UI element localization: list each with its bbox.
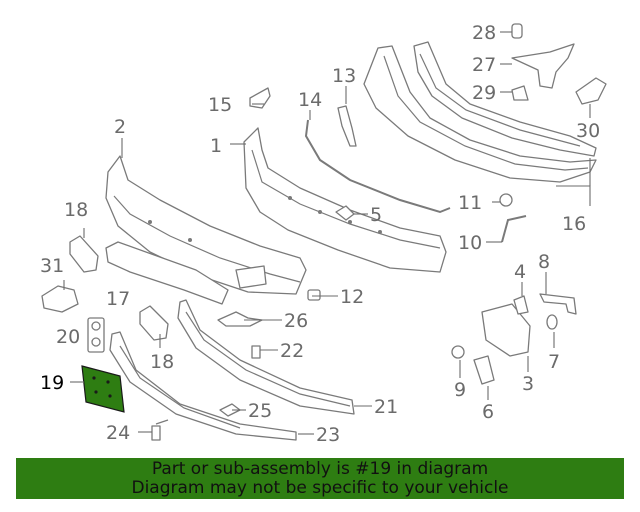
info-banner: Part or sub-assembly is #19 in diagram D… (16, 458, 624, 499)
part-31-bracket (41, 285, 79, 313)
part-24-screw (151, 419, 169, 441)
part-7-washer (546, 314, 558, 330)
part-10-bracket (501, 215, 527, 243)
callout-30: 30 (576, 120, 600, 142)
callout-19: 19 (40, 372, 64, 394)
callout-29: 29 (472, 82, 496, 104)
part-9-nut (451, 345, 465, 359)
part-6-clip (473, 355, 495, 385)
part-4-bolt (513, 295, 529, 315)
banner-line-1: Part or sub-assembly is #19 in diagram (151, 459, 489, 479)
part-13-bracket (337, 105, 357, 147)
part-21-valance (177, 299, 355, 415)
part-2-reinforcement (105, 155, 307, 295)
part-27-bracket (511, 43, 575, 89)
callout-18b: 18 (150, 351, 174, 373)
callout-17: 17 (106, 288, 130, 310)
callout-27: 27 (472, 54, 496, 76)
callout-22: 22 (280, 340, 304, 362)
callout-8: 8 (538, 251, 550, 273)
callout-9: 9 (454, 379, 466, 401)
part-19-license-bracket (81, 365, 125, 413)
banner-line-2: Diagram may not be specific to your vehi… (131, 478, 509, 498)
part-18-lower (139, 305, 169, 341)
callout-26: 26 (284, 310, 308, 332)
callout-25: 25 (248, 400, 272, 422)
parts-diagram: 1 2 3 4 5 6 7 8 9 10 11 12 13 14 15 16 1… (40, 22, 607, 446)
part-30-clip (575, 77, 607, 105)
part-26-bracket (217, 311, 263, 327)
callout-5: 5 (370, 204, 382, 226)
callout-6: 6 (482, 401, 494, 423)
part-20-fasteners (87, 317, 105, 353)
callout-4: 4 (514, 261, 526, 283)
part-16-upper-trim (363, 41, 597, 183)
callout-24: 24 (106, 422, 130, 444)
part-23-deflector (109, 331, 297, 441)
part-3-bracket (481, 303, 531, 357)
callout-20: 20 (56, 326, 80, 348)
callout-23: 23 (316, 424, 340, 446)
callout-28: 28 (472, 22, 496, 44)
callout-labels: 1 2 3 4 5 6 7 8 9 10 11 12 13 14 15 16 1… (40, 22, 600, 446)
part-17-support (105, 241, 229, 305)
callout-12: 12 (340, 286, 364, 308)
part-15-clip (249, 87, 271, 109)
callout-11: 11 (458, 192, 482, 214)
part-29-nut (511, 85, 529, 101)
callout-10: 10 (458, 232, 482, 254)
callout-1: 1 (210, 135, 222, 157)
part-28-cap (511, 23, 523, 39)
callout-14: 14 (298, 89, 322, 111)
callout-3: 3 (522, 373, 534, 395)
part-14-seal (304, 119, 451, 214)
part-8-bracket (539, 293, 577, 315)
part-11-nut (499, 193, 513, 207)
part-12-nut (307, 289, 321, 301)
callout-18a: 18 (64, 199, 88, 221)
callout-13: 13 (332, 65, 356, 87)
callout-2: 2 (114, 116, 126, 138)
callout-31: 31 (40, 255, 64, 277)
part-1-bumper (243, 127, 447, 273)
callout-16: 16 (562, 213, 586, 235)
part-22-bolt (251, 345, 261, 359)
callout-7: 7 (548, 351, 560, 373)
part-18-left (69, 235, 99, 273)
leader-lines (63, 31, 591, 435)
callout-21: 21 (374, 396, 398, 418)
callout-15: 15 (208, 94, 232, 116)
